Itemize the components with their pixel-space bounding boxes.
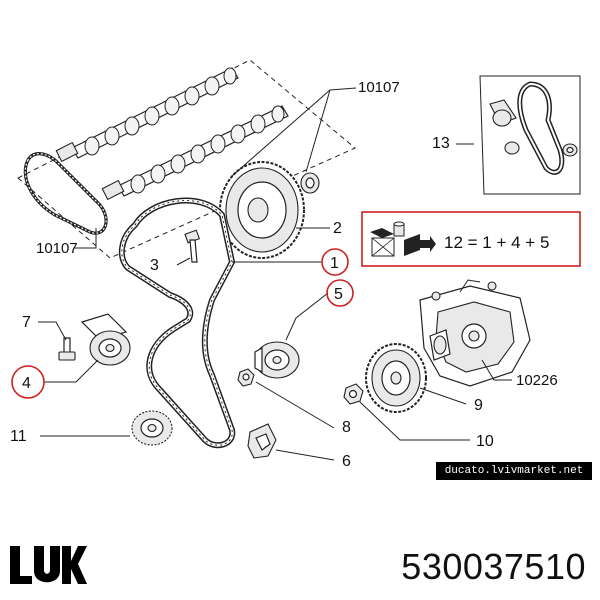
kit-icon [370,221,436,257]
pump-sprocket [365,343,427,413]
callout-6: 6 [342,453,351,470]
timing-belt [118,197,236,449]
callout-4: 4 [22,375,31,392]
injection-pump [419,279,531,387]
kit-formula-box: 12 = 1 + 4 + 5 [361,211,581,267]
idler-pulley [254,341,300,379]
nut-10 [343,383,364,405]
callout-10226: 10226 [516,372,558,389]
callout-5: 5 [334,286,343,303]
crank-sprocket [131,410,173,446]
belt-guide [247,423,277,459]
callout-3: 3 [150,257,159,274]
callout-9: 9 [474,397,483,414]
kit-formula-text: 12 = 1 + 4 + 5 [444,233,549,252]
camshaft-upper [55,67,239,163]
kit-formula-frame [361,211,581,267]
callout-11: 11 [10,428,27,445]
cam-sprocket [219,161,305,259]
kit-13-box [479,75,581,195]
callout-1: 1 [330,255,339,272]
callout-10: 10 [476,433,494,450]
leader-lines [38,87,512,461]
callout-13: 13 [432,135,450,152]
callout-2: 2 [333,220,342,237]
tensioner-pulley [80,313,131,366]
callout-8: 8 [342,419,351,436]
bolt-3 [184,229,201,263]
callout-10107-top: 10107 [358,79,400,96]
bolt-7 [58,337,76,361]
callout-7: 7 [22,314,31,331]
watermark-label: ducato.lvivmarket.net [436,462,592,480]
nut-8 [237,368,255,387]
timing-chain-small [23,152,108,235]
highlight-ring-5 [326,279,354,307]
part-number: 530037510 [401,546,586,587]
highlight-ring-1 [321,248,349,276]
camshaft-lower [101,105,289,201]
highlight-ring-4 [11,365,45,399]
brand-logo [6,540,88,588]
callout-10107-left: 10107 [36,240,78,257]
